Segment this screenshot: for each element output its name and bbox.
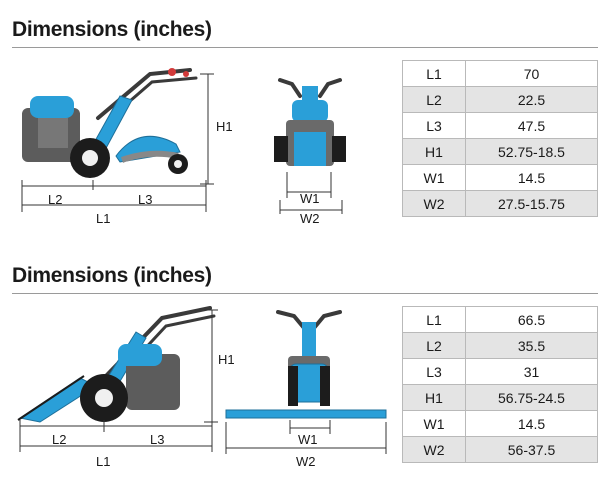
spec-value: 31 <box>465 358 598 385</box>
spec-key: L1 <box>402 306 466 333</box>
label-w1: W1 <box>298 432 318 447</box>
section-heading: Dimensions (inches) <box>12 264 212 287</box>
spec-key: L3 <box>402 112 466 139</box>
label-w1: W1 <box>300 191 320 206</box>
label-h1: H1 <box>216 119 233 134</box>
label-l3: L3 <box>138 192 153 207</box>
spec-value: 27.5-15.75 <box>465 190 598 217</box>
spec-value: 56.75-24.5 <box>465 384 598 411</box>
side-view-illustration <box>21 68 214 212</box>
label-w2: W2 <box>300 211 320 226</box>
label-l2: L2 <box>52 432 67 447</box>
spec-key: W2 <box>402 436 466 463</box>
spec-key: H1 <box>402 384 466 411</box>
spec-value: 22.5 <box>465 86 598 113</box>
spec-key: L2 <box>402 86 466 113</box>
heading-rule <box>12 293 598 294</box>
label-l1: L1 <box>96 454 111 469</box>
spec-value: 52.75-18.5 <box>465 138 598 165</box>
dimensions-section-2: Dimensions (inches) <box>0 246 610 486</box>
side-view-illustration <box>17 306 218 452</box>
spec-key: W1 <box>402 410 466 437</box>
spec-value: 70 <box>465 60 598 87</box>
front-view-illustration <box>274 78 346 214</box>
spec-key: L1 <box>402 60 466 87</box>
dimensions-section-1: Dimensions (inches) <box>0 0 610 240</box>
heading-rule <box>12 47 598 48</box>
spec-key: H1 <box>402 138 466 165</box>
front-view-illustration <box>225 310 387 454</box>
label-w2: W2 <box>296 454 316 469</box>
spec-key: L3 <box>402 358 466 385</box>
spec-value: 66.5 <box>465 306 598 333</box>
section-heading: Dimensions (inches) <box>12 18 212 41</box>
spec-value: 14.5 <box>465 410 598 437</box>
spec-key: W2 <box>402 190 466 217</box>
spec-value: 35.5 <box>465 332 598 359</box>
spec-key: W1 <box>402 164 466 191</box>
spec-key: L2 <box>402 332 466 359</box>
label-l1: L1 <box>96 211 111 226</box>
label-h1: H1 <box>218 352 235 367</box>
spec-value: 56-37.5 <box>465 436 598 463</box>
label-l3: L3 <box>150 432 165 447</box>
label-l2: L2 <box>48 192 63 207</box>
spec-value: 14.5 <box>465 164 598 191</box>
spec-value: 47.5 <box>465 112 598 139</box>
